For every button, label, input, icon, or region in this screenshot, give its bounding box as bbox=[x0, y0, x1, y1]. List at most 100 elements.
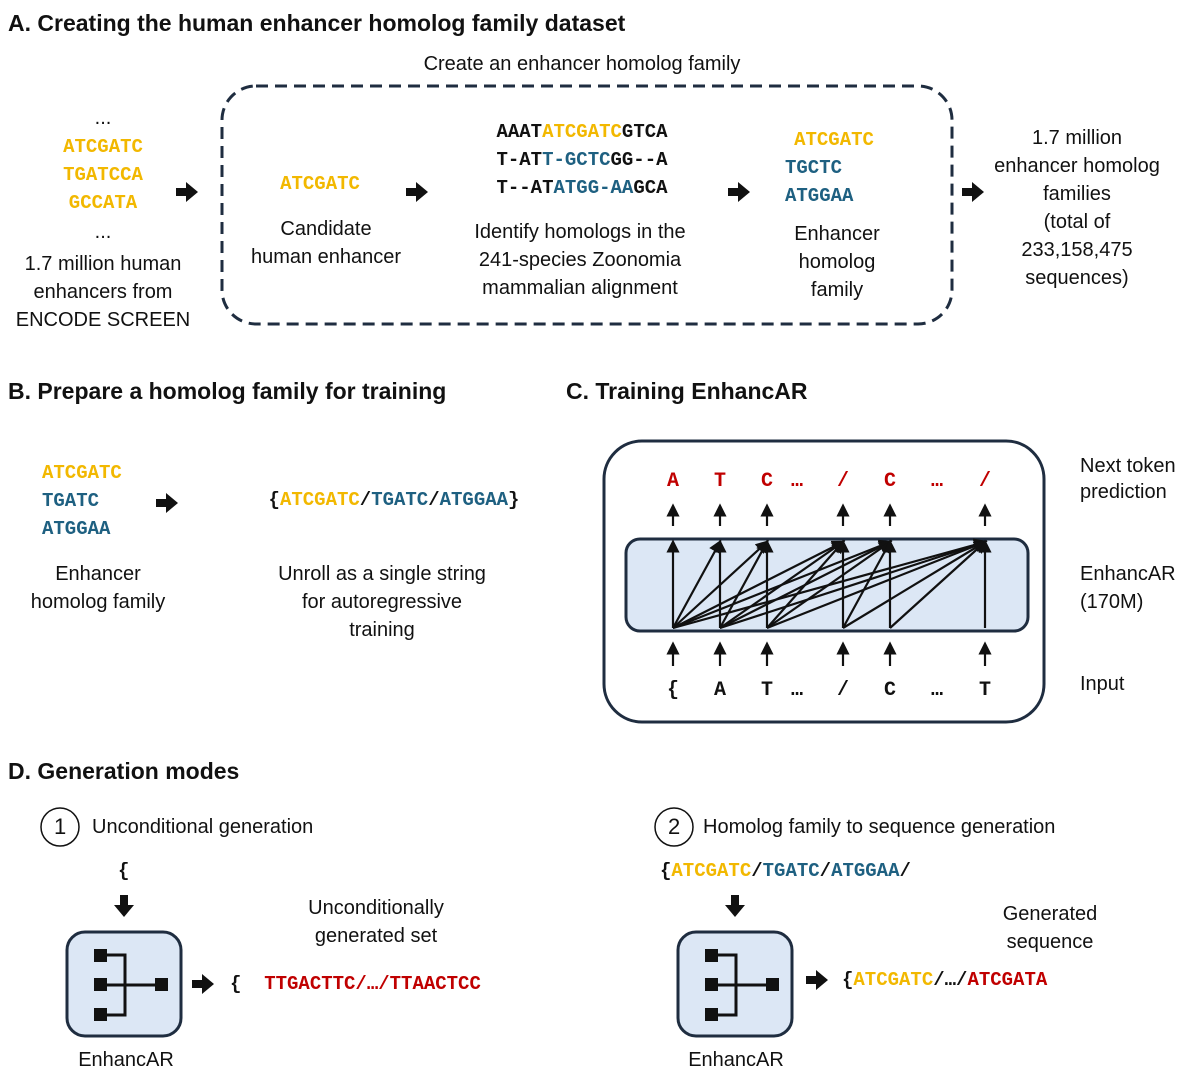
input-token: … bbox=[931, 679, 943, 702]
mode-number-circle bbox=[40, 807, 80, 847]
attention-arrow-icon bbox=[672, 539, 722, 629]
input-seq: GCCATA bbox=[68, 192, 138, 214]
unroll-caption: Unroll as a single string bbox=[278, 563, 486, 585]
output-caption: generated set bbox=[314, 925, 438, 947]
unrolled-string: {ATCGATC/TGATC/ATGGAA} bbox=[268, 489, 520, 511]
candidate-seq: ATCGATC bbox=[280, 173, 360, 195]
output-caption: enhancer homolog bbox=[994, 155, 1160, 177]
input-token: T bbox=[979, 679, 991, 702]
alignment-row: AAATATCGATCGTCA bbox=[496, 121, 668, 143]
model-label: EnhancAR bbox=[78, 1049, 174, 1071]
flow-arrow-icon bbox=[192, 974, 214, 994]
attention-arrow-icon bbox=[842, 539, 892, 629]
mode-label: Homolog family to sequence generation bbox=[703, 816, 1056, 838]
input-label: Input bbox=[1080, 673, 1125, 695]
attention-arrow-icon bbox=[719, 540, 893, 629]
flow-arrow-icon bbox=[806, 970, 828, 990]
next-token-label: prediction bbox=[1080, 481, 1167, 503]
attention-arrow-icon bbox=[672, 539, 893, 630]
input-token: A bbox=[714, 679, 726, 702]
mode-label: Unconditional generation bbox=[92, 816, 314, 838]
model-label: EnhancAR bbox=[1080, 563, 1176, 585]
family-seq: TGCTC bbox=[785, 157, 843, 179]
input-token: T bbox=[761, 679, 773, 702]
output-token: T bbox=[714, 470, 726, 493]
conditioning-prompt: {ATCGATC/TGATC/ATGGAA/ bbox=[660, 860, 911, 882]
family-caption: homolog family bbox=[30, 591, 166, 613]
output-caption: sequences) bbox=[1025, 267, 1129, 289]
attention-arrow-icon bbox=[672, 540, 846, 629]
panel-d-title: D. Generation modes bbox=[8, 758, 240, 784]
output-token: … bbox=[791, 470, 803, 493]
alignment-row: T-ATT-GCTCGG--A bbox=[496, 149, 668, 171]
ellipsis-top: ... bbox=[94, 107, 112, 129]
input-token: / bbox=[837, 679, 849, 702]
input-caption: enhancers from bbox=[33, 281, 173, 303]
family-seq: ATGGAA bbox=[785, 185, 854, 207]
family-caption: Enhancer bbox=[794, 223, 880, 245]
next-token-label: Next token bbox=[1080, 455, 1176, 477]
alignment-caption: Identify homologs in the bbox=[474, 221, 686, 243]
candidate-caption: human enhancer bbox=[250, 246, 402, 268]
family-seq: TGATC bbox=[42, 490, 100, 512]
input-token: … bbox=[791, 679, 803, 702]
attention-arrow-icon bbox=[889, 540, 987, 629]
alignment-caption: 241-species Zoonomia bbox=[478, 249, 682, 271]
input-caption: 1.7 million human bbox=[24, 253, 182, 275]
panel-b-title: B. Prepare a homolog family for training bbox=[8, 378, 447, 404]
flow-arrow-icon bbox=[176, 182, 198, 202]
generated-output: { TTGACTTC/…/TTAACTCC bbox=[230, 973, 481, 995]
prompt-token: { bbox=[118, 860, 130, 882]
flow-arrow-icon bbox=[156, 493, 178, 513]
flow-arrow-icon bbox=[962, 182, 984, 202]
output-token: C bbox=[884, 470, 896, 493]
input-seq: ATCGATC bbox=[63, 136, 143, 158]
output-caption: 233,158,475 bbox=[1021, 239, 1133, 261]
family-seq: ATGGAA bbox=[42, 518, 111, 540]
alignment-row: T--ATATGG-AAGCA bbox=[496, 177, 668, 199]
family-caption: homolog bbox=[798, 251, 876, 273]
flow-arrow-icon bbox=[728, 182, 750, 202]
model-label: EnhancAR bbox=[688, 1049, 784, 1071]
enhancar-model-icon bbox=[65, 930, 183, 1038]
panel-c-title: C. Training EnhancAR bbox=[566, 378, 808, 404]
attention-arrow-icon bbox=[719, 538, 988, 630]
panel-a-title: A. Creating the human enhancer homolog f… bbox=[8, 10, 626, 36]
unroll-caption: training bbox=[349, 619, 415, 641]
output-token: C bbox=[761, 470, 773, 493]
mode-number-circle bbox=[654, 807, 694, 847]
candidate-caption: Candidate bbox=[280, 218, 372, 240]
process-box-title: Create an enhancer homolog family bbox=[423, 53, 741, 75]
family-seq: ATCGATC bbox=[794, 129, 874, 151]
flow-arrow-icon bbox=[406, 182, 428, 202]
model-label: (170M) bbox=[1080, 591, 1144, 613]
input-caption: ENCODE SCREEN bbox=[15, 309, 191, 331]
alignment-caption: mammalian alignment bbox=[482, 277, 678, 299]
down-arrow-icon bbox=[725, 895, 745, 917]
output-caption: families bbox=[1043, 183, 1111, 205]
unroll-caption: for autoregressive bbox=[301, 591, 463, 613]
down-arrow-icon bbox=[114, 895, 134, 917]
attention-arrow-icon bbox=[766, 539, 988, 630]
output-caption: 1.7 million bbox=[1031, 127, 1123, 149]
input-token: { bbox=[667, 679, 679, 702]
output-token: A bbox=[667, 470, 679, 493]
output-caption: Generated bbox=[1002, 903, 1098, 925]
input-seq: TGATCCA bbox=[63, 164, 143, 186]
homolog-family-process-box bbox=[220, 84, 954, 326]
input-token: C bbox=[884, 679, 896, 702]
attention-arrow-icon bbox=[672, 540, 769, 629]
mode-number: 2 bbox=[668, 814, 681, 839]
training-panel-box bbox=[602, 439, 1046, 724]
family-caption: family bbox=[810, 279, 864, 301]
enhancar-model-icon bbox=[676, 930, 794, 1038]
output-caption: (total of bbox=[1043, 211, 1111, 233]
family-caption: Enhancer bbox=[55, 563, 141, 585]
output-token: / bbox=[837, 470, 849, 493]
output-caption: sequence bbox=[1006, 931, 1094, 953]
generated-output: {ATCGATC/…/ATCGATA bbox=[842, 969, 1048, 991]
ellipsis-bottom: ... bbox=[94, 221, 112, 243]
